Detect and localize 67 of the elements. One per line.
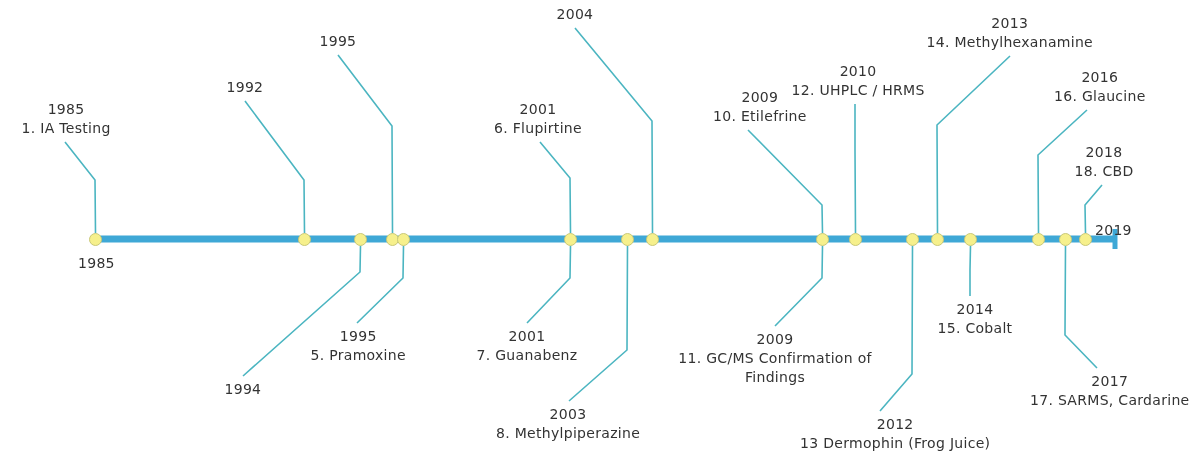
year-label: 2014 (955, 300, 995, 319)
timeline-dot (88, 232, 102, 246)
event-label: 10. Etilefrine (713, 107, 807, 126)
timeline-dot (1078, 232, 1092, 246)
leader-line (747, 129, 824, 234)
event-label: 7. Guanabenz (476, 346, 578, 365)
year-label: 2018 (1084, 143, 1124, 162)
timeline-dot (620, 232, 634, 246)
year-label: 2012 (875, 415, 915, 434)
leader-line (568, 245, 629, 402)
year-label: 2016 (1080, 68, 1120, 87)
leader-line (526, 245, 572, 324)
timeline-dot (297, 232, 311, 246)
year-label: 1995 (319, 32, 357, 51)
leader-line (64, 141, 97, 234)
timeline-dot (815, 232, 829, 246)
event-label: 17. SARMS, Cardarine (1030, 391, 1190, 410)
year-label: 1985 (46, 100, 86, 119)
event-label: 18. CBD (1074, 162, 1134, 181)
timeline-dot (848, 232, 862, 246)
timeline-dot (396, 232, 410, 246)
leader-line (854, 103, 857, 234)
year-label: 2017 (1090, 372, 1130, 391)
year-label: 2003 (548, 405, 588, 424)
timeline-dot (930, 232, 944, 246)
event-label: 13 Dermophin (Frog Juice) (800, 434, 991, 453)
year-label: 2019 (1095, 222, 1132, 238)
leader-line (969, 245, 972, 297)
timeline-dot (353, 232, 367, 246)
event-label: 6. Flupirtine (494, 119, 582, 138)
event-label: 11. GC/MS Confirmation of Findings (677, 349, 873, 387)
year-label: 1995 (338, 327, 378, 346)
year-label: 2009 (755, 330, 795, 349)
timeline-dot (1058, 232, 1072, 246)
event-label: 15. Cobalt (937, 319, 1013, 338)
event-label: 12. UHPLC / HRMS (791, 81, 925, 100)
year-label: 1994 (224, 380, 262, 399)
leader-line (539, 141, 572, 234)
timeline-dot (963, 232, 977, 246)
leader-line (356, 245, 405, 324)
event-label: 5. Pramoxine (310, 346, 406, 365)
year-label: 1985 (78, 255, 115, 271)
year-label: 2001 (507, 327, 547, 346)
year-label: 2013 (990, 14, 1030, 33)
year-label: 2010 (838, 62, 878, 81)
leader-line (879, 245, 914, 412)
leader-line (244, 100, 306, 234)
leader-line (1037, 109, 1088, 234)
event-label: 14. Methylhexanamine (926, 33, 1093, 52)
event-label: 8. Methylpiperazine (496, 424, 641, 443)
year-label: 1992 (226, 78, 264, 97)
leader-line (1084, 184, 1103, 234)
timeline-dot (645, 232, 659, 246)
leader-line (774, 245, 824, 327)
event-label: 16. Glaucine (1054, 87, 1146, 106)
leader-line (1064, 245, 1098, 369)
timeline-dot (905, 232, 919, 246)
leader-line (574, 27, 654, 234)
timeline-dot (1031, 232, 1045, 246)
leader-line (337, 54, 394, 234)
year-label: 2004 (556, 5, 594, 24)
leader-line (936, 55, 1011, 234)
event-label: 1. IA Testing (21, 119, 111, 138)
year-label: 2001 (518, 100, 558, 119)
timeline-dot (385, 232, 399, 246)
timeline-dot (563, 232, 577, 246)
leader-line (242, 245, 362, 377)
